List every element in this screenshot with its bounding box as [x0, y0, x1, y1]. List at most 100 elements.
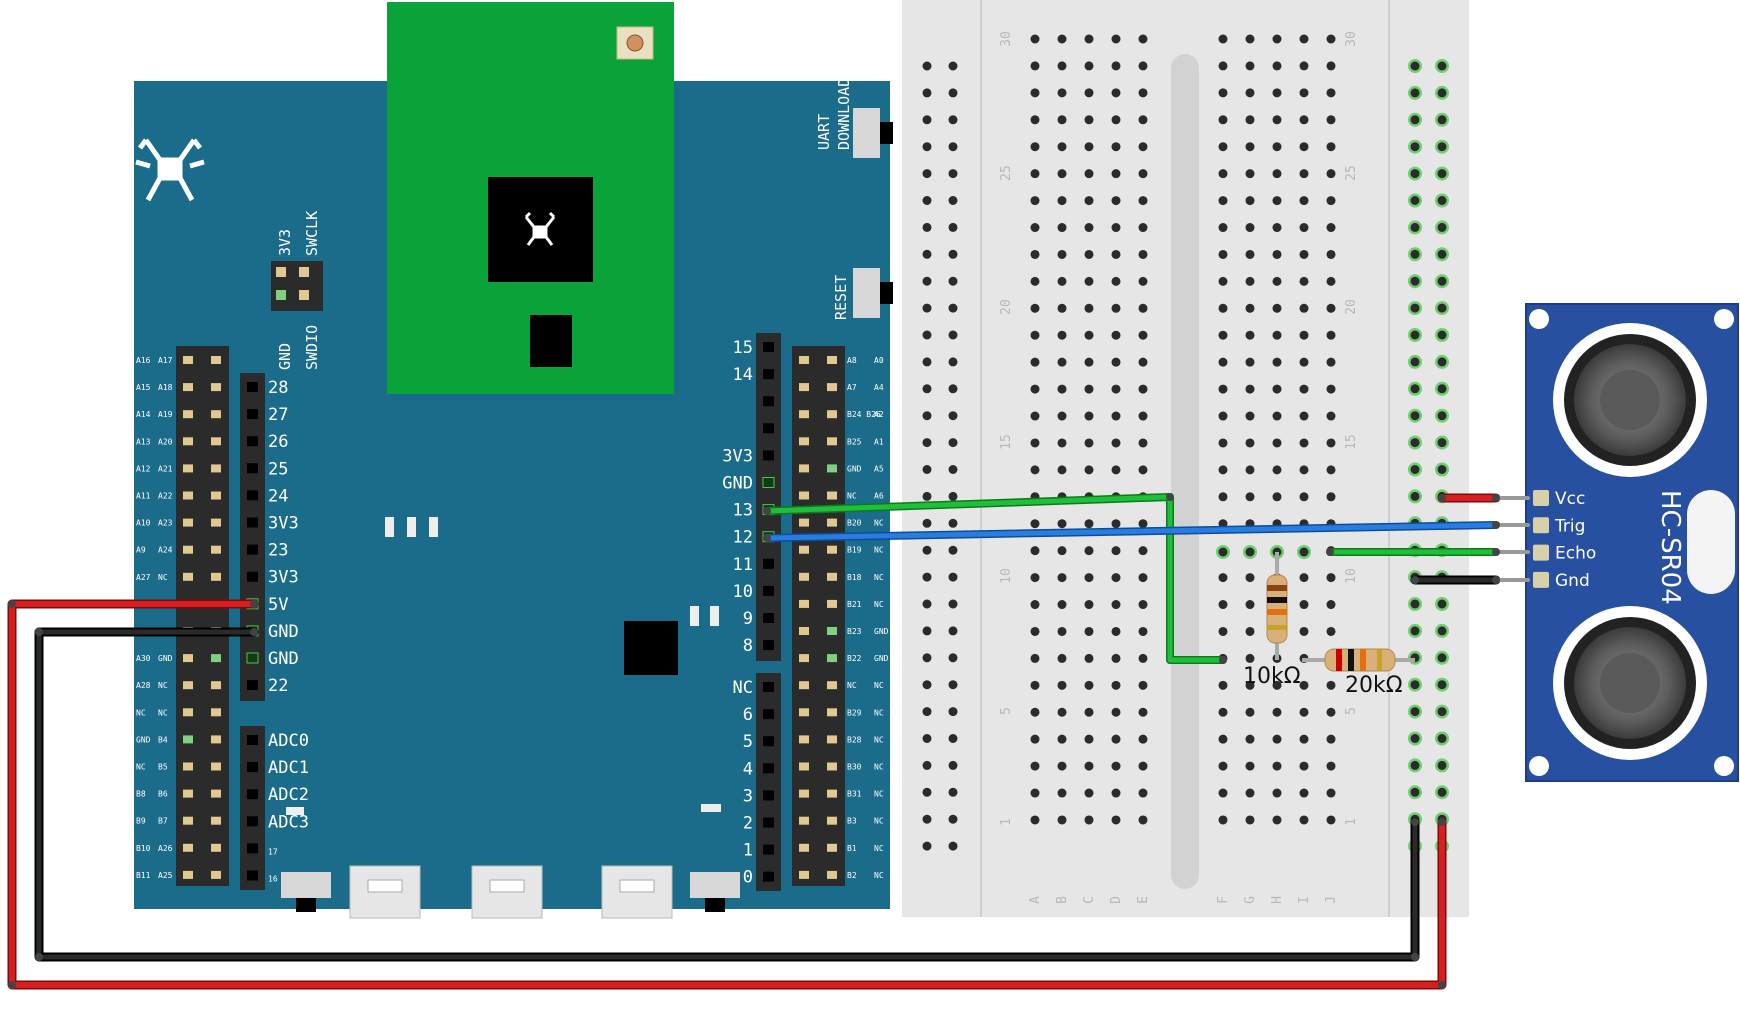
breadboard-hole[interactable]	[1299, 707, 1309, 717]
breadboard-hole[interactable]	[1245, 61, 1255, 71]
power-rail-hole[interactable]	[1437, 196, 1447, 205]
header-pin[interactable]	[799, 437, 809, 446]
breadboard-hole[interactable]	[1084, 330, 1094, 340]
header-pin[interactable]	[211, 654, 221, 663]
breadboard-hole[interactable]	[1218, 223, 1228, 233]
power-rail-hole[interactable]	[922, 411, 932, 421]
breadboard-hole[interactable]	[1057, 680, 1067, 690]
header-pin[interactable]	[246, 652, 259, 664]
breadboard-hole[interactable]	[1057, 734, 1067, 744]
breadboard-hole[interactable]	[1299, 384, 1309, 394]
breadboard-hole[interactable]	[1299, 357, 1309, 367]
power-rail-hole[interactable]	[922, 438, 932, 448]
breadboard-hole[interactable]	[1111, 788, 1121, 798]
breadboard-hole[interactable]	[1272, 169, 1282, 179]
breadboard-hole[interactable]	[1111, 411, 1121, 421]
breadboard-hole[interactable]	[1111, 600, 1121, 610]
breadboard-hole[interactable]	[1299, 492, 1309, 502]
power-rail-hole[interactable]	[948, 249, 958, 259]
header-pin[interactable]	[827, 789, 837, 798]
breadboard-hole[interactable]	[1138, 357, 1148, 367]
breadboard-hole[interactable]	[1326, 115, 1336, 125]
breadboard-hole[interactable]	[1218, 357, 1228, 367]
header-pin[interactable]	[247, 382, 258, 392]
reset-button[interactable]	[853, 268, 880, 318]
header-pin[interactable]	[763, 613, 774, 623]
breadboard-hole[interactable]	[1084, 357, 1094, 367]
breadboard-hole[interactable]	[1138, 330, 1148, 340]
breadboard-hole[interactable]	[1299, 734, 1309, 744]
breadboard-hole[interactable]	[1057, 600, 1067, 610]
breadboard-hole[interactable]	[1030, 61, 1040, 71]
breadboard-hole[interactable]	[1111, 249, 1121, 259]
breadboard-hole[interactable]	[1030, 465, 1040, 475]
breadboard-hole[interactable]	[1138, 519, 1148, 529]
power-rail-hole[interactable]	[922, 734, 932, 743]
breadboard-hole[interactable]	[1218, 115, 1228, 125]
power-rail-hole[interactable]	[948, 653, 958, 663]
uart-download-switch-knob[interactable]	[880, 122, 893, 144]
power-rail-hole[interactable]	[1437, 330, 1447, 340]
power-rail-hole[interactable]	[922, 787, 932, 797]
breadboard-hole[interactable]	[1218, 600, 1228, 610]
power-rail-hole[interactable]	[922, 169, 932, 179]
breadboard-hole[interactable]	[1272, 815, 1282, 825]
header-pin[interactable]	[763, 396, 774, 407]
breadboard-hole[interactable]	[1245, 600, 1255, 610]
header-pin[interactable]	[211, 356, 221, 364]
power-rail-hole[interactable]	[1410, 760, 1420, 770]
breadboard-hole[interactable]	[1030, 276, 1040, 286]
breadboard-hole[interactable]	[1057, 653, 1067, 663]
breadboard-hole[interactable]	[1326, 196, 1336, 206]
power-rail-hole[interactable]	[948, 734, 958, 743]
breadboard-hole[interactable]	[1218, 573, 1228, 583]
power-rail-hole[interactable]	[922, 707, 932, 717]
breadboard-hole[interactable]	[1299, 438, 1309, 448]
power-rail-hole[interactable]	[948, 787, 958, 797]
power-rail-hole[interactable]	[948, 303, 958, 313]
header-pin[interactable]	[247, 436, 258, 447]
breadboard-hole[interactable]	[1245, 276, 1255, 286]
header-pin[interactable]	[247, 762, 258, 773]
power-rail-hole[interactable]	[948, 411, 958, 421]
breadboard-hole[interactable]	[1326, 600, 1336, 610]
header-pin[interactable]	[799, 491, 809, 500]
power-rail-hole[interactable]	[1410, 707, 1420, 717]
breadboard-hole[interactable]	[1084, 303, 1094, 313]
breadboard-hole[interactable]	[1245, 303, 1255, 313]
breadboard-hole[interactable]	[1272, 115, 1282, 125]
breadboard-hole[interactable]	[1299, 465, 1309, 475]
breadboard-hole[interactable]	[1111, 61, 1121, 71]
breadboard-hole[interactable]	[1030, 169, 1040, 179]
power-rail-hole[interactable]	[922, 222, 932, 232]
power-rail-hole[interactable]	[922, 491, 932, 501]
power-rail-hole[interactable]	[948, 115, 958, 125]
power-rail-hole[interactable]	[1410, 734, 1420, 743]
breadboard-hole[interactable]	[1030, 196, 1040, 206]
power-rail-hole[interactable]	[922, 626, 932, 636]
header-pin[interactable]	[763, 450, 774, 461]
header-pin[interactable]	[827, 464, 837, 473]
breadboard-hole[interactable]	[1326, 276, 1336, 286]
power-rail-hole[interactable]	[948, 680, 958, 690]
power-rail-hole[interactable]	[1410, 169, 1420, 179]
header-pin[interactable]	[183, 491, 193, 500]
breadboard-hole[interactable]	[1245, 169, 1255, 179]
power-rail-hole[interactable]	[922, 572, 932, 582]
breadboard-hole[interactable]	[1111, 653, 1121, 663]
breadboard-hole[interactable]	[1030, 761, 1040, 771]
breadboard-hole[interactable]	[1299, 142, 1309, 152]
power-rail-hole[interactable]	[1437, 760, 1447, 770]
active-hole[interactable]	[1299, 547, 1309, 557]
breadboard-hole[interactable]	[1084, 142, 1094, 152]
header-pin[interactable]	[799, 383, 809, 392]
breadboard-hole[interactable]	[1111, 761, 1121, 771]
header-pin[interactable]	[799, 762, 809, 771]
breadboard-hole[interactable]	[1138, 761, 1148, 771]
breadboard-hole[interactable]	[1299, 626, 1309, 636]
breadboard-hole[interactable]	[1326, 815, 1336, 825]
breadboard-hole[interactable]	[1030, 88, 1040, 98]
breadboard-hole[interactable]	[1111, 330, 1121, 340]
header-pin[interactable]	[763, 736, 774, 747]
breadboard-hole[interactable]	[1138, 61, 1148, 71]
